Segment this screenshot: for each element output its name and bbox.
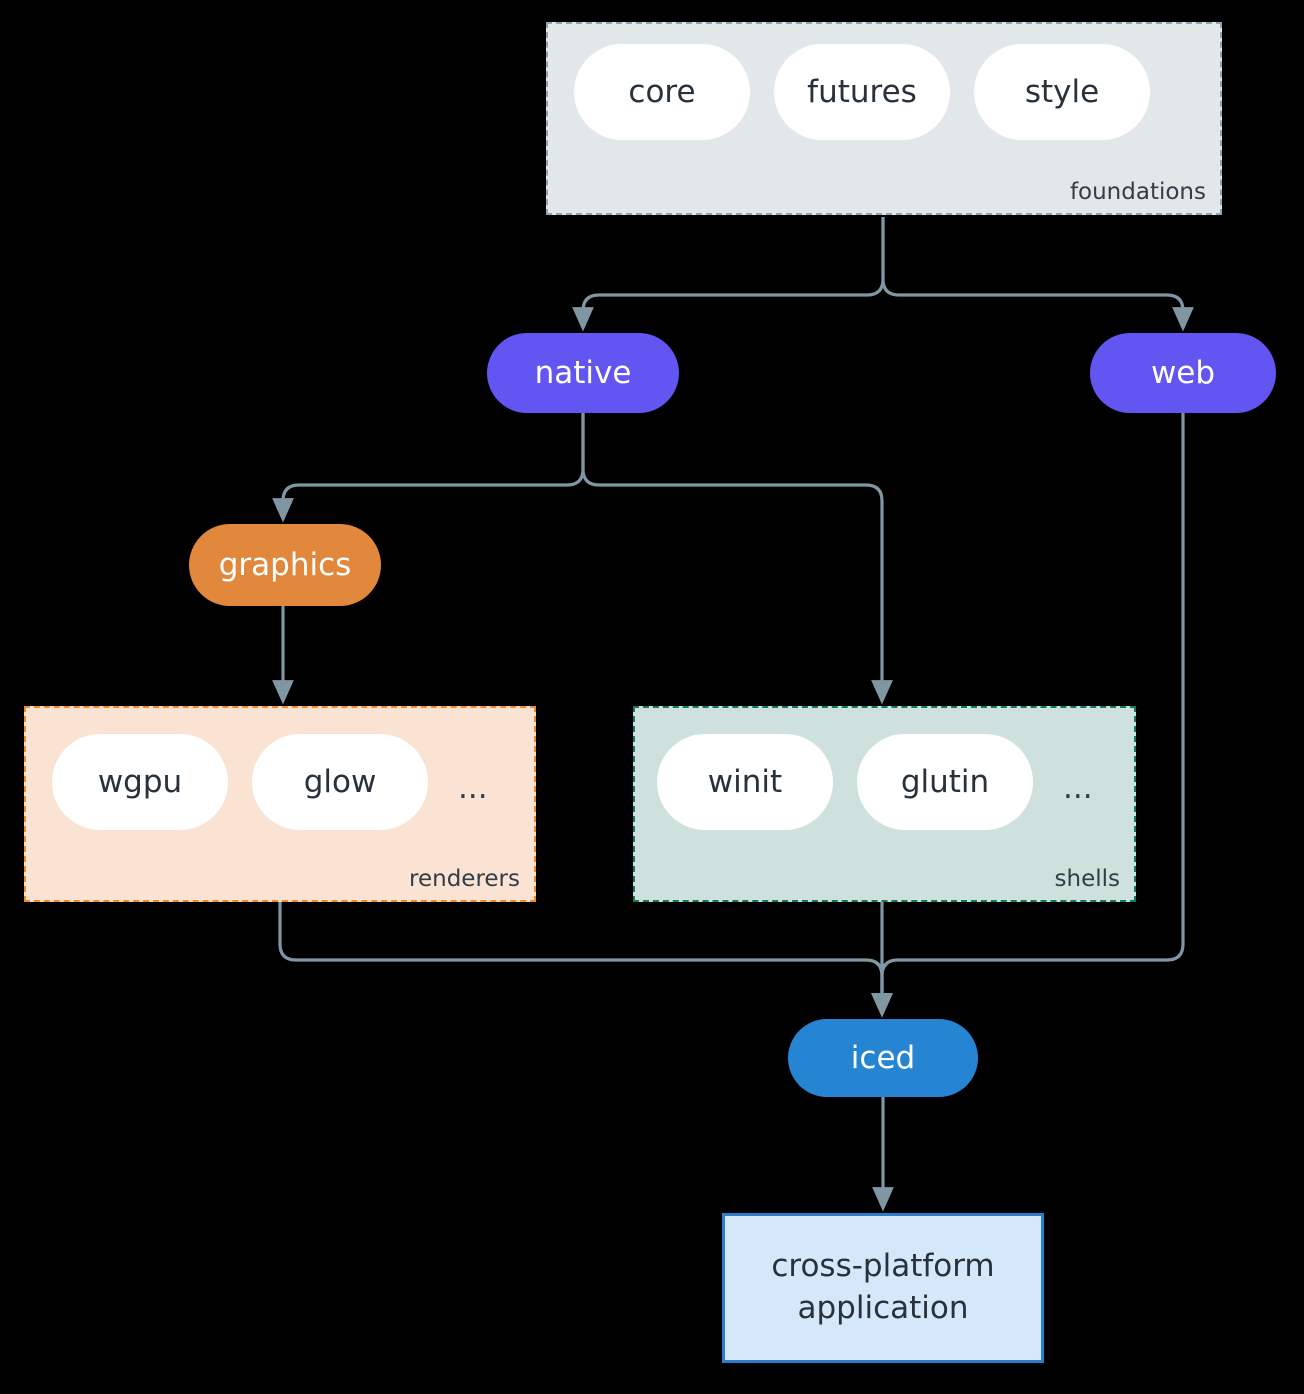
node-native[interactable]: native	[487, 333, 679, 413]
edge-native-graphics	[272, 413, 585, 523]
chip-futures[interactable]: futures	[774, 44, 950, 140]
chip-wgpu[interactable]: wgpu	[52, 734, 228, 830]
edge-foundations-native	[572, 217, 885, 332]
cluster-foundations-items: core futures style	[574, 44, 1150, 140]
chip-glow[interactable]: glow	[252, 734, 428, 830]
shells-ellipsis: ...	[1063, 769, 1093, 806]
edge-foundations-web	[881, 217, 1194, 332]
chip-glutin[interactable]: glutin	[857, 734, 1033, 830]
cluster-shells-label: shells	[1054, 866, 1120, 892]
node-iced[interactable]: iced	[788, 1019, 978, 1097]
chip-core[interactable]: core	[574, 44, 750, 140]
cluster-foundations-label: foundations	[1069, 179, 1206, 205]
edge-renderers-iced	[278, 902, 893, 1018]
chip-style[interactable]: style	[974, 44, 1150, 140]
node-graphics[interactable]: graphics	[189, 524, 381, 606]
cluster-shells-items: winit glutin ...	[657, 734, 1099, 830]
cluster-renderers: wgpu glow ... renderers	[24, 706, 536, 902]
cluster-renderers-items: wgpu glow ...	[52, 734, 494, 830]
cluster-foundations: core futures style foundations	[546, 22, 1222, 215]
application-line-2: application	[797, 1290, 969, 1326]
node-web[interactable]: web	[1090, 333, 1276, 413]
chip-winit[interactable]: winit	[657, 734, 833, 830]
cluster-renderers-label: renderers	[409, 866, 520, 892]
node-cross-platform-application[interactable]: cross-platform application	[722, 1213, 1044, 1363]
application-line-1: cross-platform	[771, 1248, 995, 1285]
renderers-ellipsis: ...	[458, 769, 488, 806]
cluster-shells: winit glutin ... shells	[633, 706, 1136, 902]
edge-native-shells	[581, 413, 893, 705]
